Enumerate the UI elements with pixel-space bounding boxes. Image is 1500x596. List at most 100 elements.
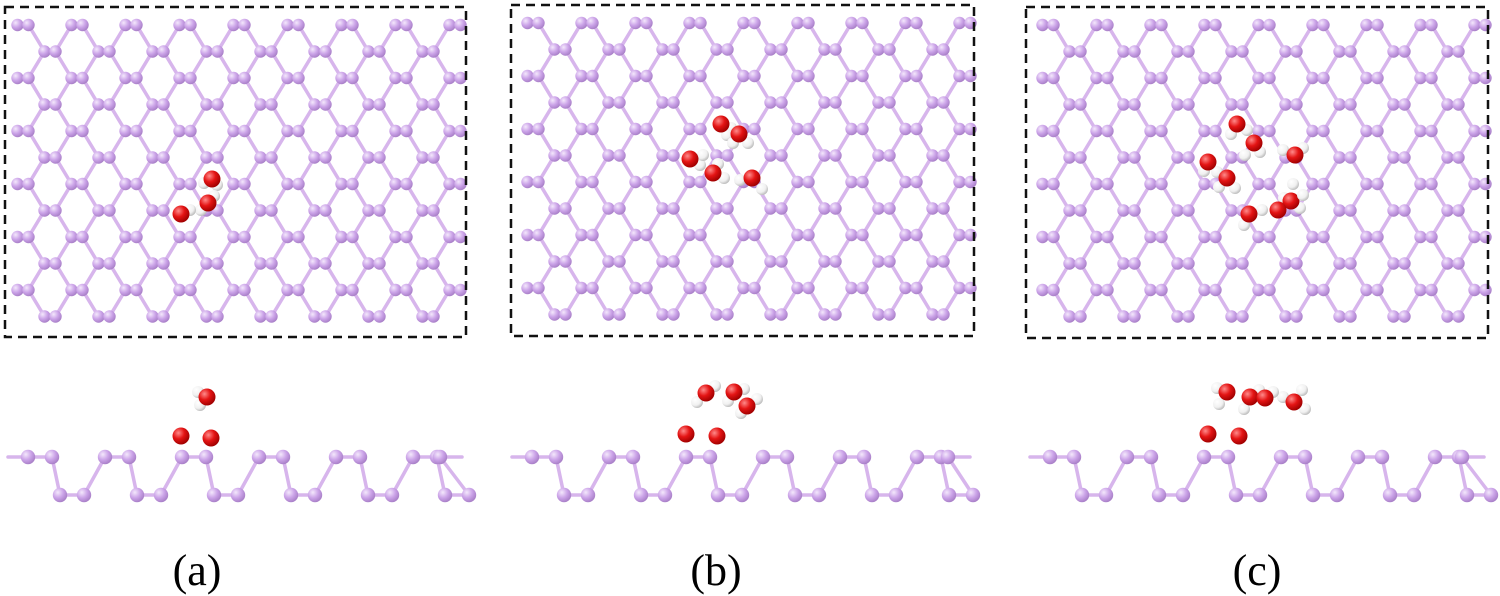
phosphorus-atom bbox=[1090, 283, 1103, 297]
phosphorus-atom bbox=[76, 177, 89, 191]
phosphorus-atom bbox=[373, 257, 386, 270]
phosphorus-atom bbox=[103, 151, 116, 164]
phosphorus-atom bbox=[129, 487, 145, 503]
phosphorus-atom bbox=[200, 310, 213, 323]
phosphorus-atom bbox=[521, 16, 534, 30]
phosphorus-atom bbox=[130, 18, 143, 32]
phosphorus-atom bbox=[173, 71, 186, 85]
panel-label-a: (a) bbox=[173, 546, 222, 595]
phosphorus-atom bbox=[1317, 18, 1330, 32]
phosphorus-atom bbox=[1117, 310, 1130, 323]
phosphorus-atom bbox=[832, 449, 848, 465]
phosphorus-atom bbox=[629, 175, 642, 189]
phosphorus-atom bbox=[130, 283, 143, 297]
phosphorus-atom bbox=[427, 204, 440, 217]
phosphorus-atom bbox=[802, 16, 815, 30]
phosphorus-atom bbox=[76, 18, 89, 32]
substrate-side-a bbox=[6, 449, 477, 503]
phosphorus-atom bbox=[389, 283, 402, 297]
phosphorus-atom bbox=[238, 177, 251, 191]
phosphorus-atom bbox=[899, 228, 912, 242]
water-molecule bbox=[1277, 384, 1311, 415]
phosphorus-atom bbox=[1128, 204, 1141, 217]
phosphorus-atom bbox=[1036, 18, 1049, 32]
phosphorus-atom bbox=[657, 487, 673, 503]
phosphorus-atom bbox=[1452, 204, 1465, 217]
phosphorus-atom bbox=[702, 449, 718, 465]
phosphorus-atom bbox=[601, 449, 617, 465]
phosphorus-atom bbox=[791, 16, 804, 30]
phosphorus-atom bbox=[1414, 177, 1427, 191]
phosphorus-atom bbox=[829, 96, 842, 109]
phosphorus-atom bbox=[872, 96, 885, 109]
phosphorus-atom bbox=[1333, 98, 1346, 111]
phosphorus-atom bbox=[856, 16, 869, 30]
phosphorus-atom bbox=[1279, 98, 1292, 111]
bond bbox=[313, 455, 338, 497]
substrate-side-c bbox=[1028, 449, 1499, 503]
phosphorus-atom bbox=[683, 69, 696, 83]
phosphorus-atom bbox=[1414, 71, 1427, 85]
phosphorus-atom bbox=[1344, 204, 1357, 217]
phosphorus-atom bbox=[1360, 283, 1373, 297]
phosphorus-atom bbox=[710, 255, 723, 268]
oxygen-atom bbox=[730, 125, 748, 143]
phosphorus-atom bbox=[400, 18, 413, 32]
phosphorus-atom bbox=[548, 202, 561, 215]
bond bbox=[740, 455, 765, 497]
phosphorus-atom bbox=[548, 149, 561, 162]
phosphorus-atom bbox=[656, 202, 669, 215]
water-molecule bbox=[1225, 115, 1253, 140]
phosphorus-atom bbox=[559, 202, 572, 215]
phosphorus-atom bbox=[1090, 230, 1103, 244]
phosphorus-atom bbox=[1387, 98, 1400, 111]
phosphorus-atom bbox=[292, 18, 305, 32]
phosphorus-atom bbox=[883, 43, 896, 56]
phosphorus-atom bbox=[937, 255, 950, 268]
phosphorus-atom bbox=[454, 230, 467, 244]
phosphorus-atom bbox=[940, 449, 956, 465]
phosphorus-atom bbox=[238, 71, 251, 85]
lattice-bonds bbox=[26, 23, 452, 319]
phosphorus-atom bbox=[1398, 151, 1411, 164]
chain-atoms bbox=[524, 449, 981, 503]
panel-c: (c) bbox=[1024, 5, 1499, 595]
phosphorus-atom bbox=[694, 122, 707, 136]
phosphorus-atom bbox=[146, 45, 159, 58]
panel-b: (b) bbox=[509, 3, 981, 595]
phosphorus-atom bbox=[362, 151, 375, 164]
phosphorus-atom bbox=[373, 204, 386, 217]
phosphorus-atom bbox=[38, 45, 51, 58]
phosphorus-atom bbox=[888, 487, 904, 503]
phosphorus-atom bbox=[1441, 204, 1454, 217]
phosphorus-atom bbox=[883, 96, 896, 109]
phosphorus-atom bbox=[965, 487, 981, 503]
phosphorus-atom bbox=[200, 151, 213, 164]
phosphorus-atom bbox=[1306, 230, 1319, 244]
phosphorus-atom bbox=[1441, 310, 1454, 323]
water-molecule bbox=[192, 386, 216, 411]
phosphorus-atom bbox=[1036, 283, 1049, 297]
phosphorus-atom bbox=[1047, 124, 1060, 138]
phosphorus-atom bbox=[254, 45, 267, 58]
phosphorus-atom bbox=[1414, 124, 1427, 138]
phosphorus-atom bbox=[416, 310, 429, 323]
phosphorus-atom bbox=[238, 18, 251, 32]
phosphorus-atom bbox=[254, 204, 267, 217]
phosphorus-atom bbox=[206, 487, 222, 503]
phosphorus-atom bbox=[283, 487, 299, 503]
phosphorus-atom bbox=[1090, 71, 1103, 85]
phosphorus-atom bbox=[829, 202, 842, 215]
phosphorus-atom bbox=[1263, 230, 1276, 244]
oxygen-atom bbox=[1241, 388, 1259, 406]
phosphorus-atom bbox=[11, 71, 24, 85]
phosphorus-atom bbox=[1252, 487, 1268, 503]
phosphorus-atom bbox=[1252, 230, 1265, 244]
phosphorus-atom bbox=[1074, 310, 1087, 323]
phosphorus-atom bbox=[281, 177, 294, 191]
phosphorus-atom bbox=[748, 69, 761, 83]
phosphorus-atom bbox=[872, 202, 885, 215]
phosphorus-atom bbox=[1144, 177, 1157, 191]
phosphorus-atom bbox=[1263, 18, 1276, 32]
phosphorus-atom bbox=[1425, 230, 1438, 244]
